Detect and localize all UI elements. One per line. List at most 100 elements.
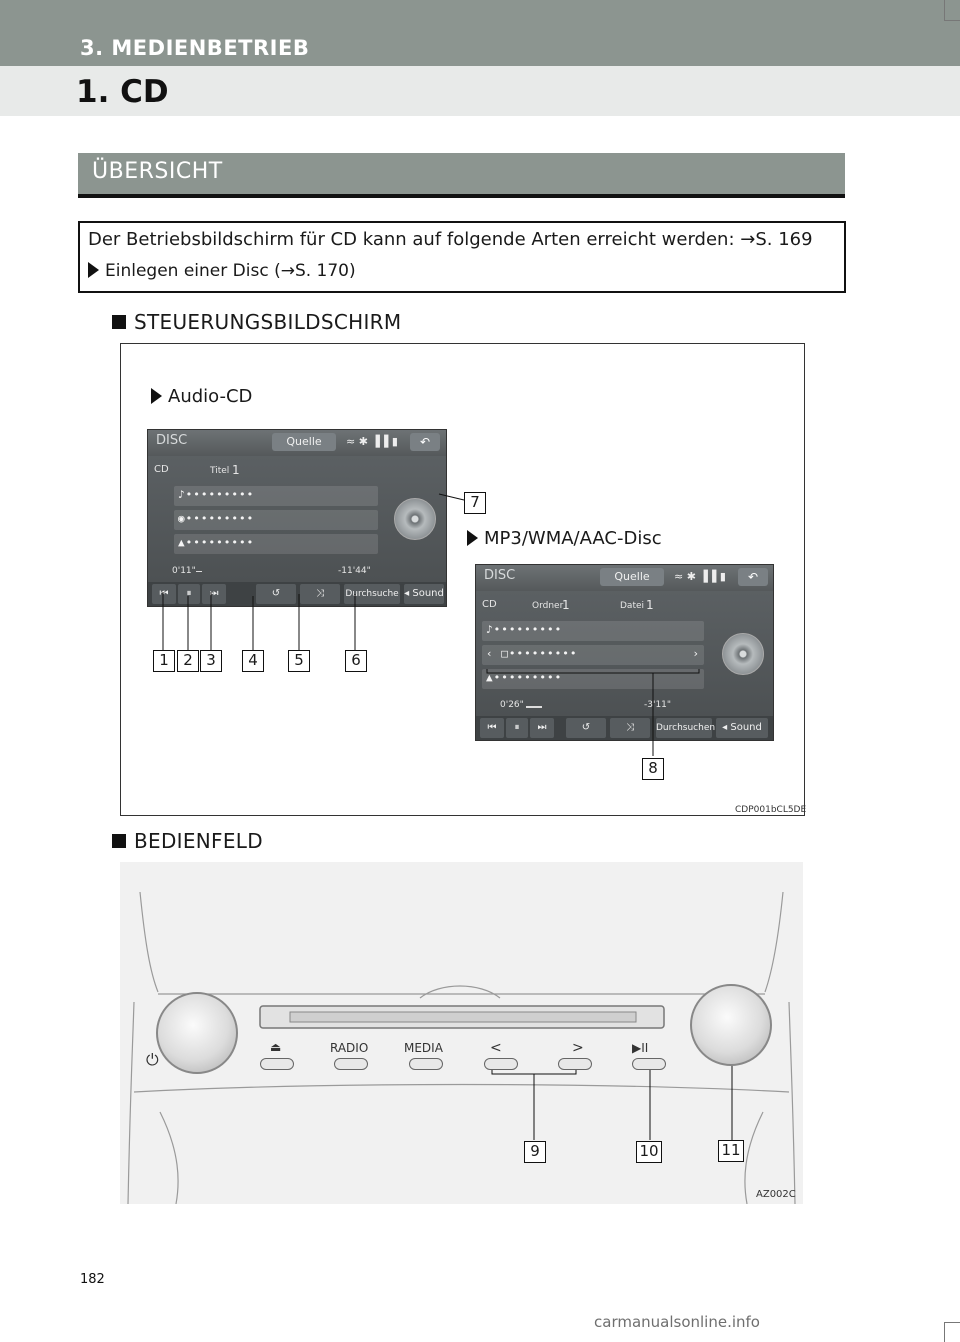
arrow-right-icon [467,530,478,546]
status-icons: ≈ ✱ ▐▐ ▮ [346,435,398,448]
callout-8: 8 [642,758,664,780]
browse-button[interactable]: Durchsuchen [656,718,715,738]
panel-outline [127,891,796,1204]
arrow-right-icon [88,262,99,278]
status-icons: ≈ ✱ ▐▐ ▮ [674,570,726,583]
callout-5: 5 [288,650,310,672]
bedienfeld-heading: BEDIENFELD [112,829,263,853]
control-screen-figure: Audio-CD DISC Quelle ≈ ✱ ▐▐ ▮ ↶ CD Titel… [120,343,807,816]
media-label: MEDIA [404,1041,443,1055]
callout-9: 9 [524,1141,546,1163]
figure-code: CDP001bCL5DE [735,805,807,815]
progress-bar [196,571,202,572]
track-row-text: ♪••••••••• [178,488,255,501]
page-title-bar: 1. CD [0,66,960,116]
info-box: Der Betriebsbildschirm für CD kann auf f… [78,221,846,293]
track-row[interactable]: ♪••••••••• [482,621,704,641]
progress-bar [526,706,542,708]
play-pause-button[interactable] [632,1058,666,1070]
remaining-time: -3'11" [644,700,672,710]
page-number: 182 [80,1272,105,1287]
sound-button[interactable]: ◂ Sound [716,718,768,738]
bedienfeld-heading-text: BEDIENFELD [134,829,263,853]
radio-button[interactable] [334,1058,368,1070]
folder-row[interactable]: ‹ □••••••••• › [482,645,704,665]
callout-4: 4 [242,650,264,672]
callout-6: 6 [345,650,367,672]
disc-icon [394,498,436,540]
pause-button[interactable]: ⏸ [178,584,200,604]
page-title: 1. CD [76,74,169,110]
callout-11: 11 [718,1140,744,1162]
cd-label: CD [482,599,497,610]
track-row-text: ♪••••••••• [486,623,563,636]
crop-mark [944,20,960,21]
power-icon: ⏻ [146,1050,159,1069]
callout-2: 2 [177,650,199,672]
pause-button[interactable]: ⏸ [506,718,528,738]
elapsed-time: 0'26" [500,700,524,710]
volume-knob[interactable] [156,992,238,1074]
prev-label: < [490,1040,502,1056]
shuffle-button[interactable]: ⤨ [610,718,650,738]
artist-row-text: ▲••••••••• [486,671,563,684]
callout-leader-lines [162,493,700,756]
artist-row[interactable]: ▲••••••••• [174,534,378,554]
info-line-2: Einlegen einer Disc (→S. 170) [88,261,356,281]
control-bar: ⏮ ⏸ ⏭ ↺ ⤨ Durchsuchen ◂ Sound [476,716,773,740]
artist-row[interactable]: ▲••••••••• [482,669,704,689]
next-label: > [572,1040,584,1056]
album-row[interactable]: ◉••••••••• [174,510,378,530]
square-bullet-icon [112,315,126,329]
screen-topbar: DISC Quelle ≈ ✱ ▐▐ ▮ ↶ [476,565,773,591]
source-button[interactable]: Quelle [272,433,336,451]
seek-prev-button[interactable] [484,1058,518,1070]
callout-3: 3 [200,650,222,672]
repeat-button[interactable]: ↺ [256,584,296,604]
disc-label: DISC [156,433,188,448]
seek-next-button[interactable] [558,1058,592,1070]
source-button[interactable]: Quelle [600,568,664,586]
disc-icon [722,633,764,675]
mp3-disc-label: MP3/WMA/AAC-Disc [467,528,662,549]
sound-button[interactable]: ◂ Sound [404,584,444,604]
control-panel-figure: ⏻ ⏏ RADIO MEDIA < > ▶II 9 10 11 AZ002C [120,862,803,1204]
audio-cd-label: Audio-CD [151,386,252,407]
folder-row-text: ‹ □••••••••• [486,647,578,660]
file-value: 1 [646,598,654,612]
chapter-title: 3. MEDIENBETRIEB [80,36,310,60]
mp3-disc-screen: DISC Quelle ≈ ✱ ▐▐ ▮ ↶ CD Ordner 1 Datei… [475,564,774,741]
repeat-button[interactable]: ↺ [566,718,606,738]
radio-label: RADIO [330,1041,369,1055]
folder-next-arrow[interactable]: › [692,647,700,660]
previous-track-button[interactable]: ⏮ [480,718,504,738]
next-track-button[interactable]: ⏭ [202,584,226,604]
control-bar: ⏮ ⏸ ⏭ ↺ ⤨ Durchsuche ◂ Sound [148,582,446,606]
arrow-right-icon [151,388,162,404]
section-title: ÜBERSICHT [92,159,223,184]
tune-scroll-knob[interactable] [690,984,772,1066]
next-track-button[interactable]: ⏭ [530,718,554,738]
steuerung-heading-text: STEUERUNGSBILDSCHIRM [134,310,402,334]
crop-mark [944,1322,945,1342]
title-value: 1 [232,463,240,477]
shuffle-button[interactable]: ⤨ [300,584,340,604]
folder-label: Ordner [532,601,564,611]
media-button[interactable] [409,1058,443,1070]
previous-track-button[interactable]: ⏮ [152,584,176,604]
browse-button[interactable]: Durchsuche [344,584,400,604]
eject-button[interactable] [260,1058,294,1070]
info-line-2-text: Einlegen einer Disc (→S. 170) [105,261,356,281]
callout-7: 7 [464,492,486,514]
eject-icon: ⏏ [270,1040,282,1054]
track-row[interactable]: ♪••••••••• [174,486,378,506]
elapsed-time: 0'11" [172,566,196,576]
title-label: Titel [210,466,230,476]
play-pause-label: ▶II [632,1041,649,1055]
crop-mark [944,1322,960,1323]
remaining-time: -11'44" [338,566,371,576]
back-button[interactable]: ↶ [410,433,440,451]
disc-label: DISC [484,568,516,583]
section-header: ÜBERSICHT [78,153,845,198]
back-button[interactable]: ↶ [738,568,768,586]
